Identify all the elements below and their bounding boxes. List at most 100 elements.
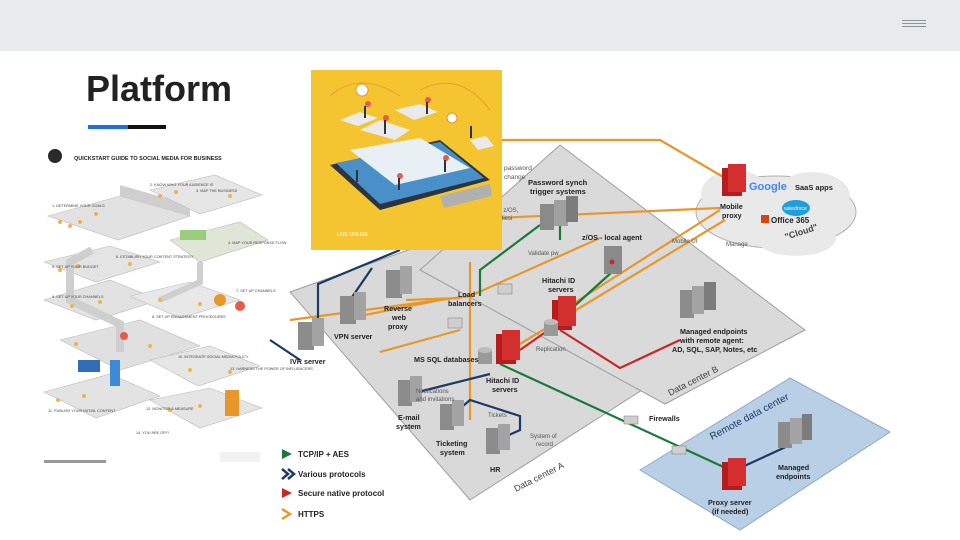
ticketing-line: Ticketing xyxy=(436,439,467,448)
hitachi-a-line: servers xyxy=(492,385,518,394)
google-logo: Google xyxy=(749,181,787,193)
email-line: E-mail xyxy=(398,413,420,422)
email-server-icon xyxy=(398,376,422,406)
zos-list-label: x, z/OS, diesi xyxy=(497,208,519,222)
notifications-line: and invitations xyxy=(416,397,454,403)
poster-logo-icon xyxy=(48,149,62,163)
diagram-legend: TCP/IP + AES Various protocols Secure na… xyxy=(281,449,384,521)
zos-list-line: x, z/OS, xyxy=(497,208,519,214)
office-365-icon xyxy=(761,215,769,223)
poster-step: 3. MAP THE BUSINESS xyxy=(196,189,238,193)
hr-label: HR xyxy=(490,465,501,474)
diagram-label: change xyxy=(504,174,526,181)
slide-title: Platform xyxy=(86,68,233,109)
system-of-record-line: System of xyxy=(530,434,557,440)
poster-footer xyxy=(44,460,106,463)
legend-label: TCP/IP + AES xyxy=(298,450,350,459)
poster-step: 4. MAP YOUR RESPONSE FLOW xyxy=(228,241,287,245)
social-media-poster: QUICKSTART GUIDE TO SOCIAL MEDIA FOR BUS… xyxy=(42,140,313,470)
system-of-record-label: System of record xyxy=(530,434,557,448)
ticketing-server-icon xyxy=(440,400,464,430)
saas-label: SaaS apps xyxy=(795,183,833,192)
validate-label: Validate pw xyxy=(528,251,559,257)
email-line: system xyxy=(396,422,421,431)
poster-step: 14. YOU ARE OFF! xyxy=(136,431,169,435)
notifications-line: Notifications xyxy=(416,389,449,395)
salesforce-icon xyxy=(782,200,810,216)
poster-step: 2. KNOW WHO YOUR AUDIENCE IS xyxy=(150,183,214,187)
proxy-server-icon xyxy=(722,458,746,490)
legend-tcp-arrow-icon xyxy=(282,449,292,459)
poster-step: 7. SET UP CHANNELS xyxy=(236,289,276,293)
legend-https-arrow-icon xyxy=(281,507,293,521)
ms-sql-label: MS SQL databases xyxy=(414,355,479,364)
poster-step: 8. SET UP ENGAGEMENT PROCEDURES xyxy=(152,315,226,319)
remote-data-center-platform xyxy=(639,377,891,531)
office-365-label: Office 365 xyxy=(771,216,810,225)
reverse-proxy-server-icon xyxy=(386,266,412,298)
vpn-server-icon xyxy=(340,292,366,324)
poster-step: 11. PUBLISH YOUR INITIAL CONTENT xyxy=(48,409,116,413)
password-synch-server-icon xyxy=(540,196,578,230)
reverse-proxy-line: web xyxy=(391,313,407,322)
mobile-proxy-server-icon xyxy=(722,164,746,196)
hitachi-a-server-icon xyxy=(496,330,520,364)
top-bar xyxy=(0,0,960,51)
system-of-record-line: record xyxy=(536,442,553,448)
data-center-b-platform xyxy=(419,144,806,405)
mobile-ui-label: Mobile UI xyxy=(672,239,698,245)
poster-step: 13. HARNESS THE POWER OF INFLUENCERS xyxy=(230,367,313,371)
poster-title: QUICKSTART GUIDE TO SOCIAL MEDIA FOR BUS… xyxy=(74,156,222,162)
salesforce-label: salesforce xyxy=(784,206,807,212)
ivr-label: IVR server xyxy=(290,357,326,366)
mobile-proxy-line: Mobile xyxy=(720,202,743,211)
managed-remote-agent-server-icon xyxy=(680,282,716,318)
firewall-icon xyxy=(623,415,639,425)
legend-various-arrow-icon xyxy=(281,468,296,480)
load-balancers-line: Load xyxy=(458,290,475,299)
vpn-label: VPN server xyxy=(334,332,373,341)
poster-step: 5. SET UP YOUR BUDGET xyxy=(52,265,99,269)
managed-remote-line: with remote agent: xyxy=(679,336,744,345)
social-map-illustration: LIVE ONLINE xyxy=(311,70,502,250)
load-balancers-line: balancers xyxy=(448,299,482,308)
firewall-icon xyxy=(671,445,687,455)
zos-agent-server-icon xyxy=(604,246,622,274)
zos-agent-label: z/OS - local agent xyxy=(582,233,643,242)
tickets-label: Tickets xyxy=(488,413,507,419)
hr-server-icon xyxy=(486,424,510,454)
ivr-server-icon xyxy=(298,318,324,350)
password-synch-line: Password synch xyxy=(528,178,588,187)
mobile-proxy-line: proxy xyxy=(722,211,742,220)
password-synch-line: trigger systems xyxy=(530,187,586,196)
notifications-label: Notifications and invitations xyxy=(416,389,454,403)
managed-remote-line: AD, SQL, SAP, Notes, etc xyxy=(672,345,757,354)
replication-label: Replication xyxy=(536,347,566,353)
load-balancer-icon xyxy=(447,317,463,329)
poster-logo-badge xyxy=(220,452,260,462)
managed-endpoints-server-icon xyxy=(778,414,812,448)
proxy-server-line: Proxy server xyxy=(708,498,752,507)
hitachi-server-icons xyxy=(496,164,746,490)
menu-icon[interactable] xyxy=(902,20,926,32)
legend-label: HTTPS xyxy=(298,510,325,519)
poster-step: 1. DETERMINE YOUR GOALS xyxy=(52,204,105,208)
firewalls-label: Firewalls xyxy=(649,414,680,423)
load-balancer-icon xyxy=(497,283,513,295)
zos-list-line: diesi xyxy=(500,216,512,222)
reverse-proxy-line: proxy xyxy=(388,322,408,331)
hitachi-a-line: Hitachi ID xyxy=(486,376,519,385)
poster-step: 6. ESTABLISH YOUR CONTENT STRATEGY xyxy=(116,255,194,259)
proxy-server-label: Proxy server(if needed) xyxy=(708,498,752,516)
various-protocol-connections xyxy=(269,248,791,469)
